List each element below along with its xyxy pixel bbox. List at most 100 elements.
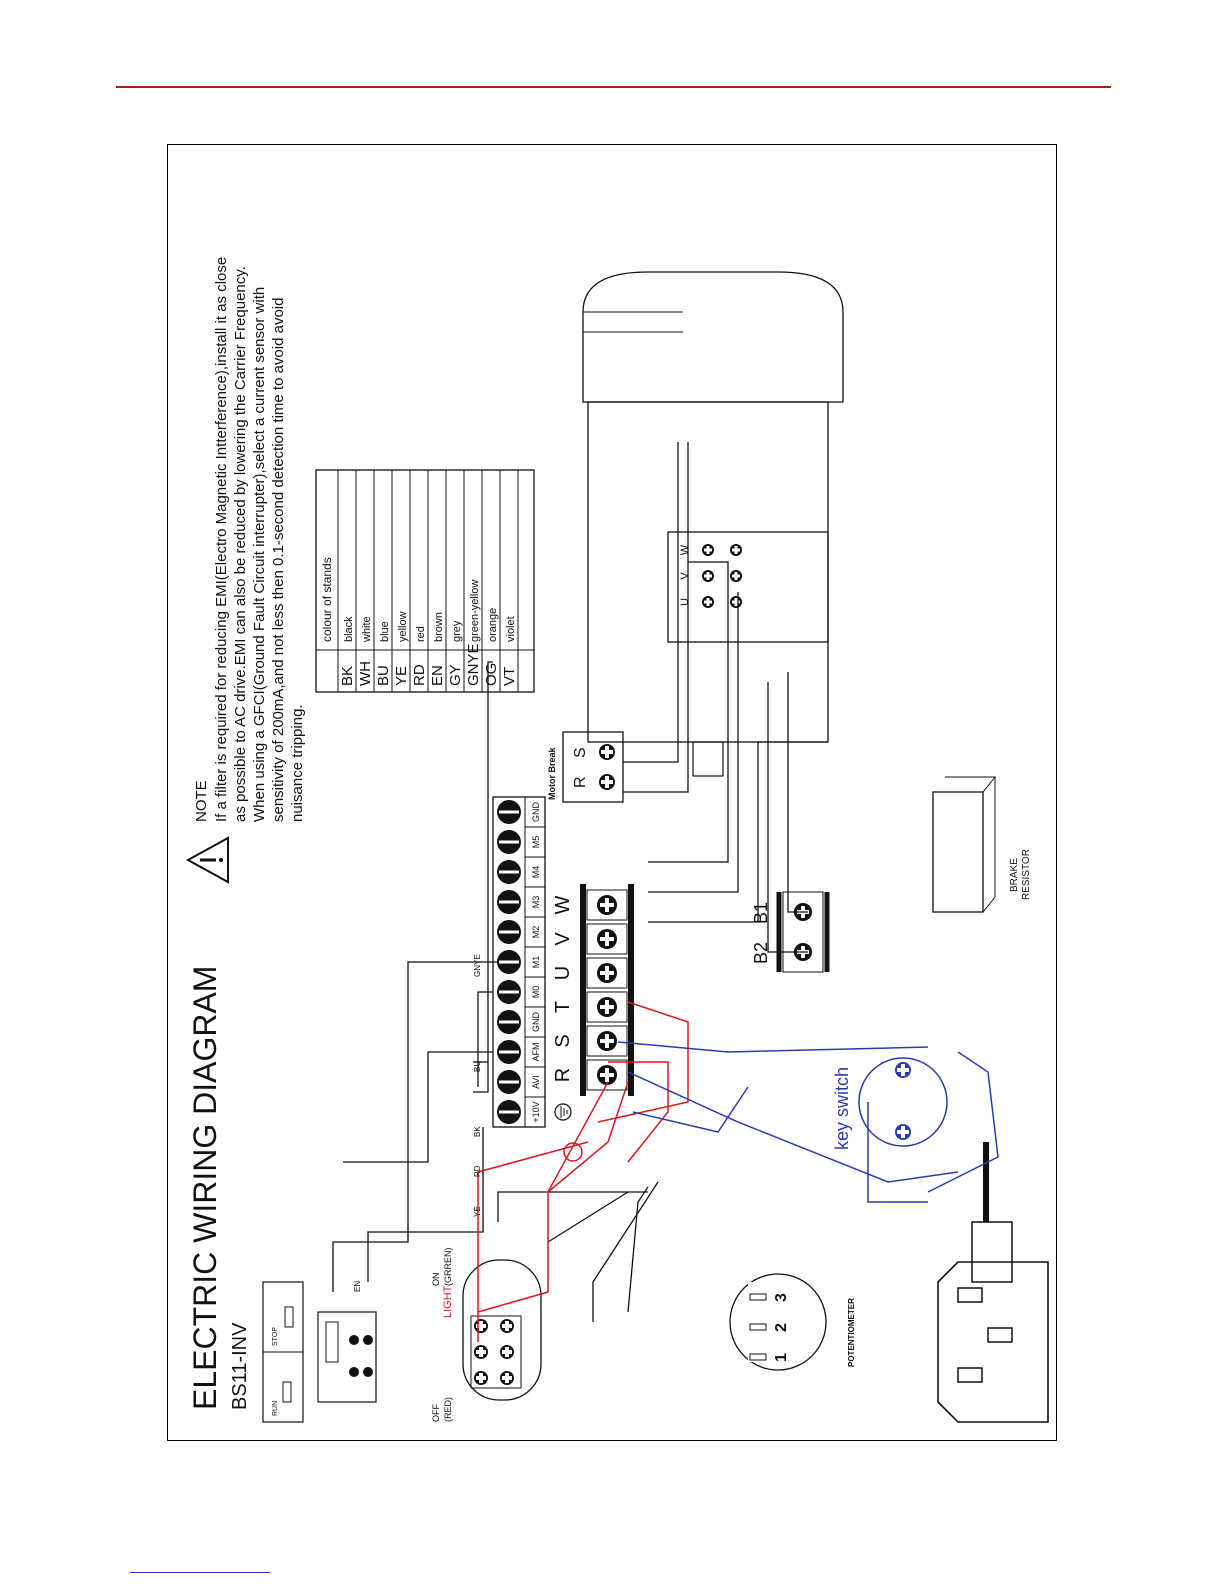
b1-label: B1 bbox=[751, 902, 771, 924]
control-terminal bbox=[497, 1040, 521, 1064]
motor-break-s-label: S bbox=[572, 747, 589, 758]
motor-terminal-label: V bbox=[679, 572, 691, 580]
motor-break-label: Motor Break bbox=[547, 746, 557, 800]
colour-code: BK bbox=[339, 666, 356, 686]
colour-code: GNYE bbox=[465, 643, 482, 686]
brake-terminal-strip: B2 B1 bbox=[751, 891, 830, 973]
control-terminal bbox=[497, 1010, 521, 1034]
control-terminal-label: M0 bbox=[531, 986, 541, 999]
control-terminal bbox=[497, 800, 521, 824]
colour-code: OG bbox=[483, 663, 500, 686]
indicator-light: LIGHT OFF (RED) ON (GRREN) bbox=[431, 1248, 542, 1422]
note-line-5: nuisance tripping. bbox=[289, 704, 306, 822]
motor-terminal bbox=[702, 570, 714, 582]
motor-break-terminal-r bbox=[599, 774, 615, 790]
light-terminal-3 bbox=[500, 1371, 514, 1385]
power-terminal bbox=[586, 1025, 628, 1057]
colour-name: violet bbox=[505, 616, 517, 642]
colour-name: brown bbox=[433, 612, 445, 642]
header-rule bbox=[116, 86, 1111, 88]
wire-label-rd: RD bbox=[473, 1165, 482, 1177]
control-terminal bbox=[497, 920, 521, 944]
power-terminal-label: T bbox=[552, 1001, 574, 1013]
colour-code: RD bbox=[411, 664, 428, 686]
power-terminal-label: W bbox=[552, 895, 574, 914]
control-terminal bbox=[497, 980, 521, 1004]
potentiometer: 1 2 3 POTENTIOMETER bbox=[729, 1273, 856, 1371]
run-label: RUN bbox=[272, 1401, 279, 1416]
light-label: LIGHT bbox=[442, 1285, 454, 1318]
control-terminal-label: M2 bbox=[531, 926, 541, 939]
motor-terminal-label: U bbox=[679, 598, 691, 606]
run-stop-switch: RUN STOP bbox=[262, 1281, 304, 1423]
light-off-label: OFF bbox=[431, 1404, 441, 1422]
motor-terminal bbox=[702, 544, 714, 556]
note-line-3: When using a GFCI(Ground Fault Circuit i… bbox=[251, 287, 268, 822]
colour-code: VT bbox=[501, 667, 518, 686]
colour-name: yellow bbox=[397, 611, 409, 642]
footer-rule bbox=[130, 1572, 270, 1573]
motor-terminal bbox=[730, 570, 742, 582]
control-terminal bbox=[497, 950, 521, 974]
pot-pin-1: 1 bbox=[773, 1353, 790, 1362]
b2-label: B2 bbox=[751, 942, 771, 964]
wiring-diagram-frame: ELECTRIC WIRING DIAGRAM BS11-INV NOTE If… bbox=[167, 144, 1057, 1441]
control-terminal bbox=[497, 1070, 521, 1094]
light-terminal-2 bbox=[474, 1345, 488, 1359]
motor-break: R S Motor Break bbox=[547, 731, 624, 803]
wire-label-ye: YE bbox=[473, 1206, 482, 1217]
pot-pin-3: 3 bbox=[773, 1293, 790, 1302]
colour-name: orange bbox=[487, 608, 499, 642]
control-terminal-label: M3 bbox=[531, 896, 541, 909]
colour-name: black bbox=[343, 616, 355, 642]
wiring-red bbox=[477, 1001, 689, 1342]
brake-resistor: BRAKE RESISTOR bbox=[932, 775, 1032, 913]
power-terminal-label: U bbox=[552, 966, 574, 980]
motor-break-r-label: R bbox=[572, 776, 589, 788]
control-terminal-label: +10V bbox=[531, 1101, 541, 1122]
light-on-sub: (GRREN) bbox=[443, 1248, 453, 1287]
power-plug bbox=[937, 1142, 1049, 1423]
wiring-diagram: ELECTRIC WIRING DIAGRAM BS11-INV NOTE If… bbox=[185, 257, 1049, 1423]
note-line-1: If a filter is required for reducing EMI… bbox=[213, 257, 230, 822]
colour-code: WH bbox=[357, 661, 374, 686]
control-terminal-label: M5 bbox=[531, 836, 541, 849]
control-terminal-label: AVI bbox=[531, 1075, 541, 1089]
colour-code: GY bbox=[447, 664, 464, 686]
switch-terminal-block bbox=[317, 1311, 377, 1403]
motor-terminal-label: W bbox=[679, 544, 691, 555]
wire-label-en: EN bbox=[353, 1281, 362, 1292]
colour-table-text: colour of standsBKblackWHwhiteBUblueYEye… bbox=[320, 557, 518, 686]
power-terminal bbox=[586, 1059, 628, 1091]
stop-label: STOP bbox=[272, 1327, 279, 1346]
ground-symbol bbox=[554, 1103, 572, 1121]
note-line-2: as possible to AC drive.EMI can also be … bbox=[232, 266, 249, 822]
control-terminal bbox=[497, 890, 521, 914]
key-switch-label: key switch bbox=[832, 1067, 852, 1150]
wiring-blue bbox=[617, 1041, 999, 1203]
power-terminal-label: V bbox=[552, 932, 574, 946]
note-heading: NOTE bbox=[193, 780, 210, 822]
wire-label-bk: BK bbox=[473, 1126, 482, 1137]
control-terminal-label: GND bbox=[531, 802, 541, 823]
motor-terminal bbox=[702, 596, 714, 608]
diagram-title: ELECTRIC WIRING DIAGRAM bbox=[187, 966, 223, 1410]
colour-name: green-yellow bbox=[469, 580, 481, 642]
power-terminal bbox=[586, 889, 628, 921]
key-switch-terminal-1 bbox=[895, 1124, 911, 1140]
wire-label-bu: BU bbox=[473, 1061, 482, 1072]
colour-table bbox=[315, 469, 535, 693]
wire-labels: GNYE BU BK RD YE EN bbox=[353, 954, 482, 1292]
wire-label-gnye: GNYE bbox=[473, 954, 482, 977]
colour-name: white bbox=[361, 616, 373, 643]
colour-table-header: colour of stands bbox=[320, 557, 334, 642]
light-terminal-6 bbox=[500, 1319, 514, 1333]
control-terminal-label: M4 bbox=[531, 866, 541, 879]
power-terminal bbox=[586, 923, 628, 955]
note-line-4: sensitivity of 200mA,and not less then 0… bbox=[270, 298, 287, 822]
control-terminal-label: AFM bbox=[531, 1043, 541, 1062]
power-terminal bbox=[586, 991, 628, 1023]
key-switch-terminal-2 bbox=[895, 1062, 911, 1078]
colour-code: EN bbox=[429, 665, 446, 686]
control-terminal bbox=[497, 830, 521, 854]
